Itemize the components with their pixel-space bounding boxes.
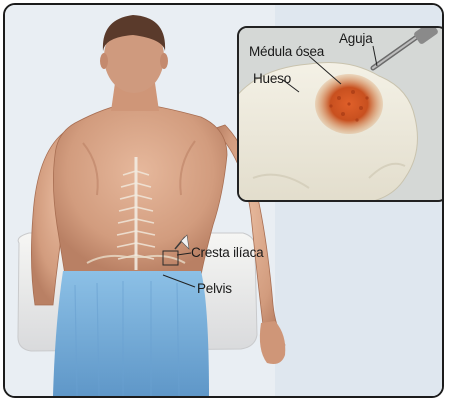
label-aguja: Aguja xyxy=(339,32,373,46)
label-hueso: Hueso xyxy=(253,72,291,86)
label-medula-osea: Médula ósea xyxy=(249,45,324,59)
illustration-frame: Cresta ilíaca Pelvis xyxy=(3,3,444,398)
label-pelvis: Pelvis xyxy=(197,282,232,296)
bone-marrow-inset: Médula ósea Aguja Hueso xyxy=(237,26,444,202)
label-cresta-iliaca: Cresta ilíaca xyxy=(191,246,263,260)
